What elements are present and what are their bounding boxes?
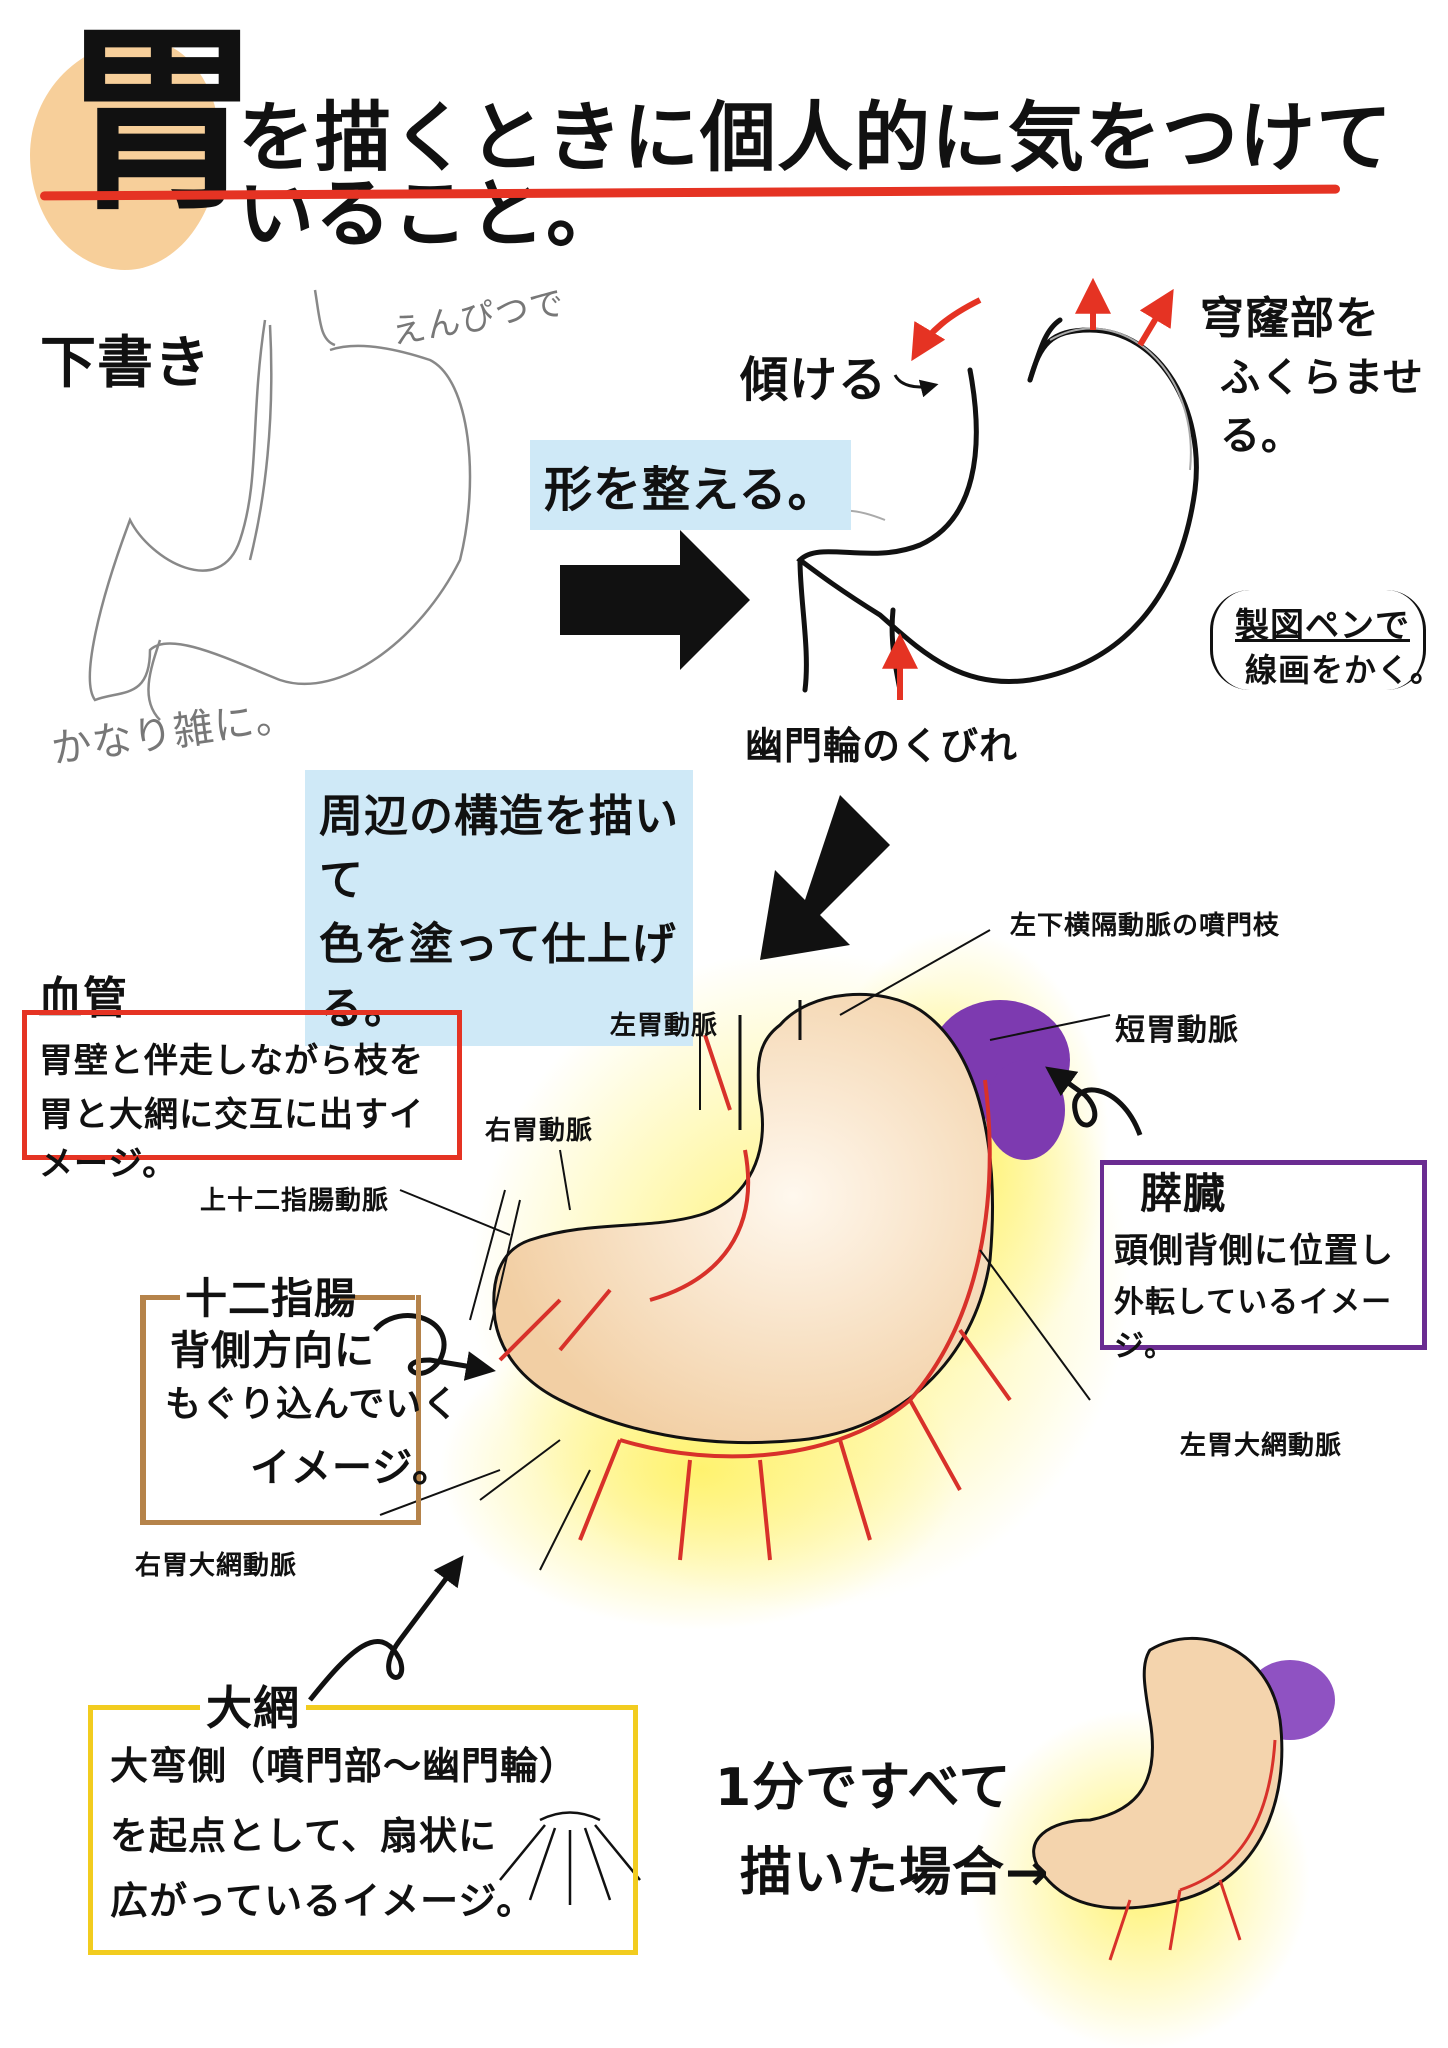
finish-text-box: 周辺の構造を描いて 色を塗って仕上げる。 [305, 770, 693, 1046]
vessels-title: 血管 [38, 973, 128, 1024]
arrow-right [560, 530, 750, 670]
duodenum-line3: もぐり込んでいく [165, 1384, 460, 1425]
omentum-box [88, 1705, 638, 1955]
quick-stomach [970, 1636, 1335, 2048]
title-blob [30, 40, 220, 270]
title-kanji: 胃 [62, 5, 264, 238]
duodenum-line2: 背側方向に [170, 1328, 375, 1374]
pen-note [1210, 590, 1426, 690]
omentum-line3: 広がっているイメージ。 [110, 1879, 536, 1923]
duodenum-box [140, 1295, 421, 1525]
vessels-line1: 胃壁と伴走しながら枝を [39, 1041, 424, 1081]
label-left-gastric: 左胃動脈 [610, 1011, 719, 1041]
pancreas-line2: 外転しているイメージ。 [1114, 1285, 1393, 1364]
vessels-box: 胃壁と伴走しながら枝を 胃と大網に交互に出すイメージ。 [22, 1010, 462, 1184]
reshape-text: 形を整える。 [530, 440, 851, 530]
omentum-line1: 大弯側（噴門部〜幽門輪） [110, 1744, 579, 1788]
omentum-line2: を起点として、扇状に [110, 1814, 497, 1858]
duodenum-line4: イメージ。 [250, 1445, 453, 1491]
finish-line2: 色を塗って仕上げる。 [319, 919, 677, 1034]
duodenum-box-top-left [140, 1295, 180, 1300]
label-right-gastroepiploic: 右胃大網動脈 [135, 1551, 298, 1581]
pancreas-line1: 頭側背側に位置し [1114, 1231, 1394, 1271]
pancreas-box: 頭側背側に位置し 外転しているイメージ。 [1100, 1160, 1427, 1364]
finish-line1: 周辺の構造を描いて [319, 791, 679, 906]
colored-stomach [440, 930, 1130, 1630]
vessels-line2: 胃と大網に交互に出すイメージ。 [39, 1095, 424, 1184]
label-left-gastroepiploic: 左胃大網動脈 [1180, 1431, 1343, 1461]
label-left-inferior-phrenic: 左下横隔動脈の噴門枝 [1010, 911, 1281, 941]
arrow-down-left [760, 795, 890, 960]
fundus-line2: ふくらませる。 [1220, 355, 1424, 459]
label-supraduodenal: 上十二指腸動脈 [200, 1186, 390, 1216]
sketch-label: 下書き [40, 331, 211, 396]
label-right-gastric: 右胃動脈 [485, 1116, 594, 1146]
quick-line2: 描いた場合→ [740, 1843, 1050, 1903]
pylorus-label: 幽門輪のくびれ [745, 724, 1019, 768]
tilt-label: 傾ける [740, 352, 888, 408]
duodenum-line1: 十二指腸 [185, 1274, 358, 1323]
pen-line2: 線画をかく。 [1245, 651, 1444, 689]
sketch-stomach [88, 289, 472, 721]
duodenum-box-top-right [340, 1295, 415, 1300]
label-short-gastric: 短胃動脈 [1115, 1013, 1239, 1048]
pen-line1: 製図ペンで [1235, 606, 1410, 646]
quick-line1: 1分ですべて [715, 1758, 1012, 1818]
fundus-line1: 穹窿部を [1200, 293, 1380, 344]
pancreas-title: 膵臓 [1140, 1169, 1227, 1218]
omentum-title: 大網 [200, 1672, 306, 1738]
fan-icon [499, 1811, 641, 1905]
